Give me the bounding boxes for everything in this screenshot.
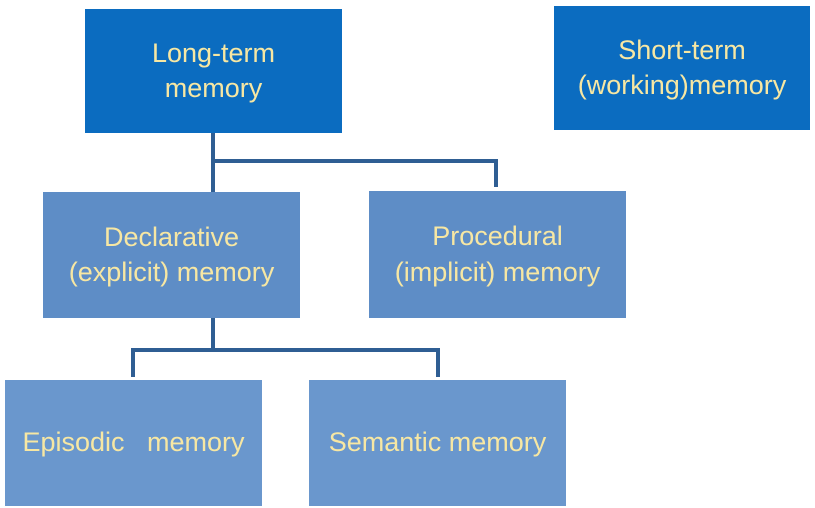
node-declarative-memory: Declarative (explicit) memory (43, 192, 300, 318)
node-episodic-memory-label: Episodic memory (22, 427, 245, 458)
node-short-term-memory-label: Short-term (working)memory (577, 34, 787, 100)
node-procedural-memory: Procedural (implicit) memory (369, 191, 626, 318)
node-semantic-memory-label: Semantic memory (328, 427, 547, 458)
node-procedural-memory-label: Procedural (implicit) memory (394, 221, 601, 287)
node-long-term-memory: Long-term memory (85, 9, 342, 133)
node-short-term-memory: Short-term (working)memory (554, 6, 810, 130)
node-episodic-memory: Episodic memory (5, 380, 262, 506)
node-long-term-memory-label: Long-term memory (151, 37, 276, 103)
node-declarative-memory-label: Declarative (explicit) memory (68, 221, 275, 287)
node-semantic-memory: Semantic memory (309, 380, 566, 506)
